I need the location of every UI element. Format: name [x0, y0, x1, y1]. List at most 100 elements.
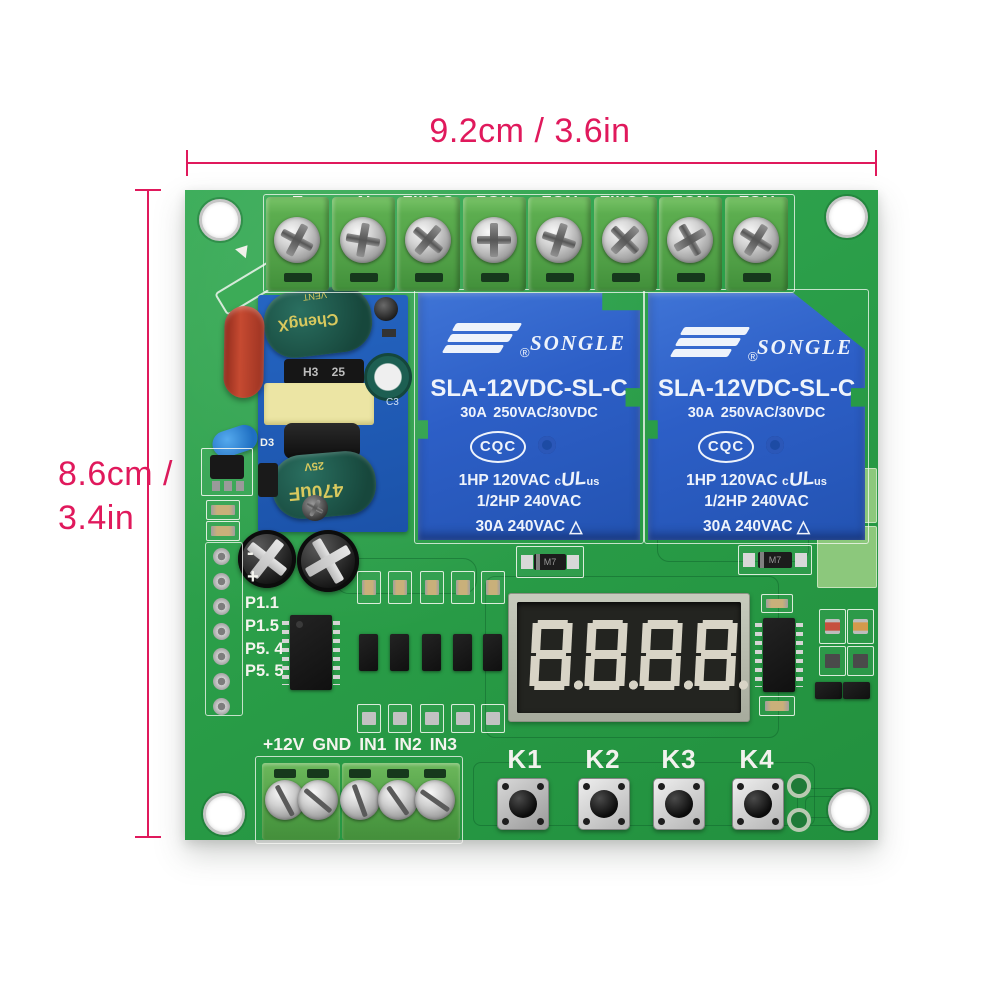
- electrolytic-capacitor: [238, 530, 296, 588]
- wire-slot: [284, 273, 312, 282]
- input-terminal-silk-outline: [255, 756, 463, 844]
- capacitor-brand-label: ChengX: [277, 309, 340, 334]
- sot223-transistor: [210, 455, 244, 479]
- smd-resistor: [425, 580, 439, 595]
- smd-resistor: [853, 654, 868, 668]
- terminal-screw: [602, 217, 648, 263]
- button-label-k4: K4: [739, 744, 775, 774]
- solder-pad: [795, 553, 807, 567]
- module-screw: [302, 495, 328, 521]
- resistor-silk-box: [206, 521, 240, 541]
- ic-pins: [796, 623, 803, 687]
- smd-resistor: [825, 654, 840, 668]
- resistor-silk-box: [357, 704, 381, 733]
- registered-mark: ®: [520, 345, 530, 360]
- relay-model: SLA-12VDC-SL-C: [430, 375, 628, 402]
- plated-hole: [787, 808, 811, 832]
- transistor-silk-box: [201, 448, 253, 496]
- button-label-k2: K2: [585, 744, 621, 774]
- smd-diode: M7: [758, 552, 792, 568]
- button-label-k1: K1: [507, 744, 543, 774]
- resistor-silk-box: [206, 500, 240, 520]
- capacitor-c3: [364, 353, 412, 401]
- relay-hp-line2: 1/2HP 240VAC: [476, 493, 582, 510]
- resistor-silk-box: [420, 704, 444, 733]
- relay-hp-line1: 1HP 120VAC cULus: [648, 468, 865, 492]
- ul-prefix: c: [782, 474, 789, 488]
- width-dimension-line: [187, 162, 877, 164]
- relay-hp-line2: 1/2HP 240VAC: [704, 493, 809, 510]
- module-screw: [374, 297, 398, 321]
- smd-resistor: [362, 712, 376, 725]
- display-digit-2: [584, 620, 642, 690]
- terminal-screw: [667, 217, 713, 263]
- width-dimension-tick-right: [875, 150, 877, 176]
- input-label-in2: IN2: [394, 734, 422, 754]
- smd-resistor: [486, 580, 500, 595]
- wire-slot: [349, 769, 371, 778]
- relay-1: ® SONGLE SLA-12VDC-SL-C 30A 250VAC/30VDC…: [418, 293, 640, 540]
- resistor-silk-box: [759, 696, 795, 716]
- display-digit-1: [529, 620, 587, 690]
- hp-line1-text: 1HP 120VAC: [686, 472, 778, 489]
- input-label-gnd: GND: [312, 734, 352, 754]
- transistor-leg: [212, 481, 220, 491]
- pin-hole: [213, 673, 230, 690]
- c3-label: C3: [386, 397, 399, 408]
- cqc-badge: CQC: [698, 431, 754, 463]
- height-dimension-label-line1: 8.6cm /: [58, 455, 173, 493]
- optocoupler: [453, 634, 472, 671]
- resistor-silk-box: [451, 571, 475, 604]
- relay-brand: SONGLE: [529, 331, 626, 355]
- optocoupler: [483, 634, 502, 671]
- screw-terminal-4: [463, 197, 526, 291]
- rating-line2-text: 30A 240VAC: [475, 518, 566, 535]
- pcb-trace: [473, 762, 815, 826]
- smd-resistor: [393, 580, 407, 595]
- diode-band: [536, 554, 540, 570]
- terminal-strip-silk-outline: [263, 194, 795, 293]
- screw-terminal-7: [659, 197, 722, 291]
- soic16-ic: [282, 615, 340, 690]
- yellow-led: [853, 619, 868, 634]
- relay-brand: SONGLE: [756, 335, 853, 359]
- resistor-silk-box: [819, 646, 846, 676]
- logo-stripe: [446, 334, 514, 342]
- transformer-core-label: H3 25: [284, 359, 364, 385]
- diode-silk-box: M7: [516, 546, 584, 578]
- smd-resistor: [211, 526, 235, 536]
- height-dimension-label-line2: 3.4in: [58, 499, 135, 538]
- header-label-p1-5: P1.5: [245, 617, 279, 635]
- red-led: [825, 619, 840, 634]
- relay-rating-line2: 30A 240VAC △: [418, 516, 640, 536]
- wire-slot: [415, 273, 443, 282]
- input-screw: [378, 780, 418, 820]
- registered-mark: ®: [748, 349, 758, 364]
- wire-slot: [424, 769, 446, 778]
- transistor-leg: [236, 481, 244, 491]
- smd-resistor: [766, 599, 788, 608]
- button-plunger: [590, 790, 618, 818]
- ic-pins: [282, 621, 289, 685]
- smd-resistor: [486, 712, 500, 725]
- smd-resistor: [393, 712, 407, 725]
- relay-rating-line2: 30A 240VAC △: [648, 516, 865, 536]
- smd-resistor: [211, 505, 235, 515]
- logo-stripe: [679, 327, 751, 335]
- vde-triangle-icon: △: [569, 517, 583, 536]
- button-plunger: [744, 790, 772, 818]
- wire-slot: [743, 273, 771, 282]
- solder-pad: [743, 553, 755, 567]
- cqc-badge: CQC: [470, 431, 526, 463]
- terminal-screw: [536, 217, 582, 263]
- wire-slot: [612, 273, 640, 282]
- input-label-12v: +12V: [263, 734, 305, 754]
- ul-suffix: us: [814, 476, 827, 488]
- header-label-p1-1: P1.1: [245, 594, 279, 612]
- pin-hole: [213, 573, 230, 590]
- led-silk-box: [847, 609, 874, 644]
- resistor-silk-box: [388, 704, 412, 733]
- vde-triangle-icon: △: [796, 517, 810, 536]
- resistor-silk-box: [481, 571, 505, 604]
- display-face: [517, 602, 752, 713]
